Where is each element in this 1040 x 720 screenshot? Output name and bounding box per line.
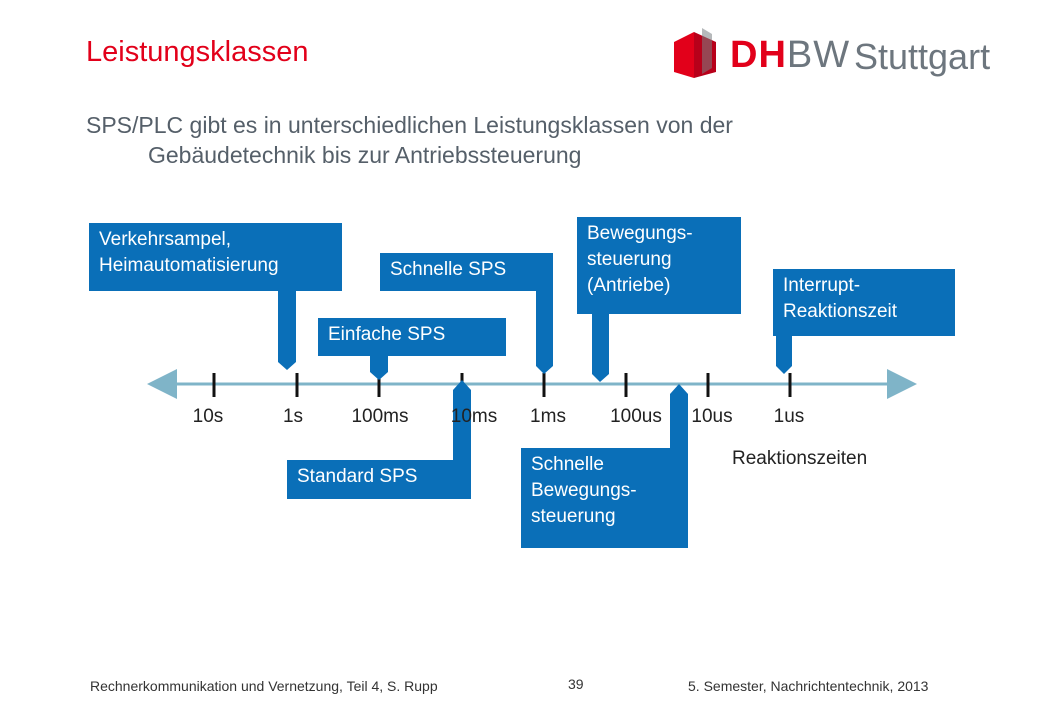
callout-line: Interrupt-: [783, 275, 861, 296]
tick-label-10ms: 10ms: [450, 406, 498, 427]
callout-pointer: [278, 290, 296, 370]
tick-label-1s: 1s: [282, 406, 304, 427]
callout-line: Schnelle SPS: [390, 259, 507, 280]
callout-line: Reaktionszeit: [783, 301, 898, 322]
callout-pointer: [536, 290, 553, 374]
callout-pointer: [670, 384, 688, 448]
footer-page-number: 39: [568, 676, 584, 692]
dhbw-logo-city: Stuttgart: [854, 36, 991, 77]
callout-line: Verkehrsampel,: [99, 229, 232, 250]
tick-label-100us: 100us: [610, 406, 662, 427]
footer-semester: 5. Semester, Nachrichtentechnik, 2013: [688, 678, 929, 694]
callout-pointer: [776, 336, 792, 374]
callout-line: Bewegungs-: [587, 223, 693, 244]
subtitle: SPS/PLC gibt es in unterschiedlichen Lei…: [86, 110, 886, 170]
subtitle-line-1: SPS/PLC gibt es in unterschiedlichen Lei…: [86, 112, 733, 138]
callout-line: steuerung: [587, 249, 672, 270]
callout-pointer: [370, 356, 388, 380]
dhbw-logo-mark-icon: [674, 28, 716, 78]
callout-einfache-sps: Einfache SPS: [318, 318, 506, 356]
callout-line: Standard SPS: [297, 466, 418, 487]
callout-line: Heimautomatisierung: [99, 255, 279, 276]
callout-bewegungssteuerung: Bewegungs- steuerung (Antriebe): [577, 217, 741, 314]
callout-verkehrsampel: Verkehrsampel, Heimautomatisierung: [89, 223, 342, 291]
callout-pointer: [453, 380, 471, 460]
page-title: Leistungsklassen: [86, 36, 309, 68]
callout-line: Einfache SPS: [328, 324, 446, 345]
callout-line: (Antriebe): [587, 275, 671, 296]
tick-label-10us: 10us: [691, 406, 733, 427]
axis-label: Reaktionszeiten: [732, 448, 868, 469]
callout-line: Schnelle: [531, 454, 604, 475]
callout-pointer: [592, 314, 609, 382]
tick-label-1us: 1us: [773, 406, 805, 427]
callout-interrupt: Interrupt- Reaktionszeit: [773, 269, 955, 336]
subtitle-line-2: Gebäudetechnik bis zur Antriebssteuerung: [148, 142, 582, 168]
tick-label-1ms: 1ms: [530, 406, 566, 427]
callout-line: steuerung: [531, 506, 616, 527]
dhbw-logo-text: DHBW: [730, 34, 851, 76]
callout-line: Bewegungs-: [531, 480, 637, 501]
tick-label-100ms: 100ms: [351, 406, 409, 427]
tick-label-10s: 10s: [192, 406, 224, 427]
callout-standard-sps: Standard SPS: [287, 460, 471, 499]
callout-schnelle-bewegungssteuerung: Schnelle Bewegungs- steuerung: [521, 448, 688, 548]
callout-schnelle-sps: Schnelle SPS: [380, 253, 553, 291]
dhbw-logo: DHBW Stuttgart: [672, 28, 992, 84]
footer-course: Rechnerkommunikation und Vernetzung, Tei…: [90, 678, 438, 694]
